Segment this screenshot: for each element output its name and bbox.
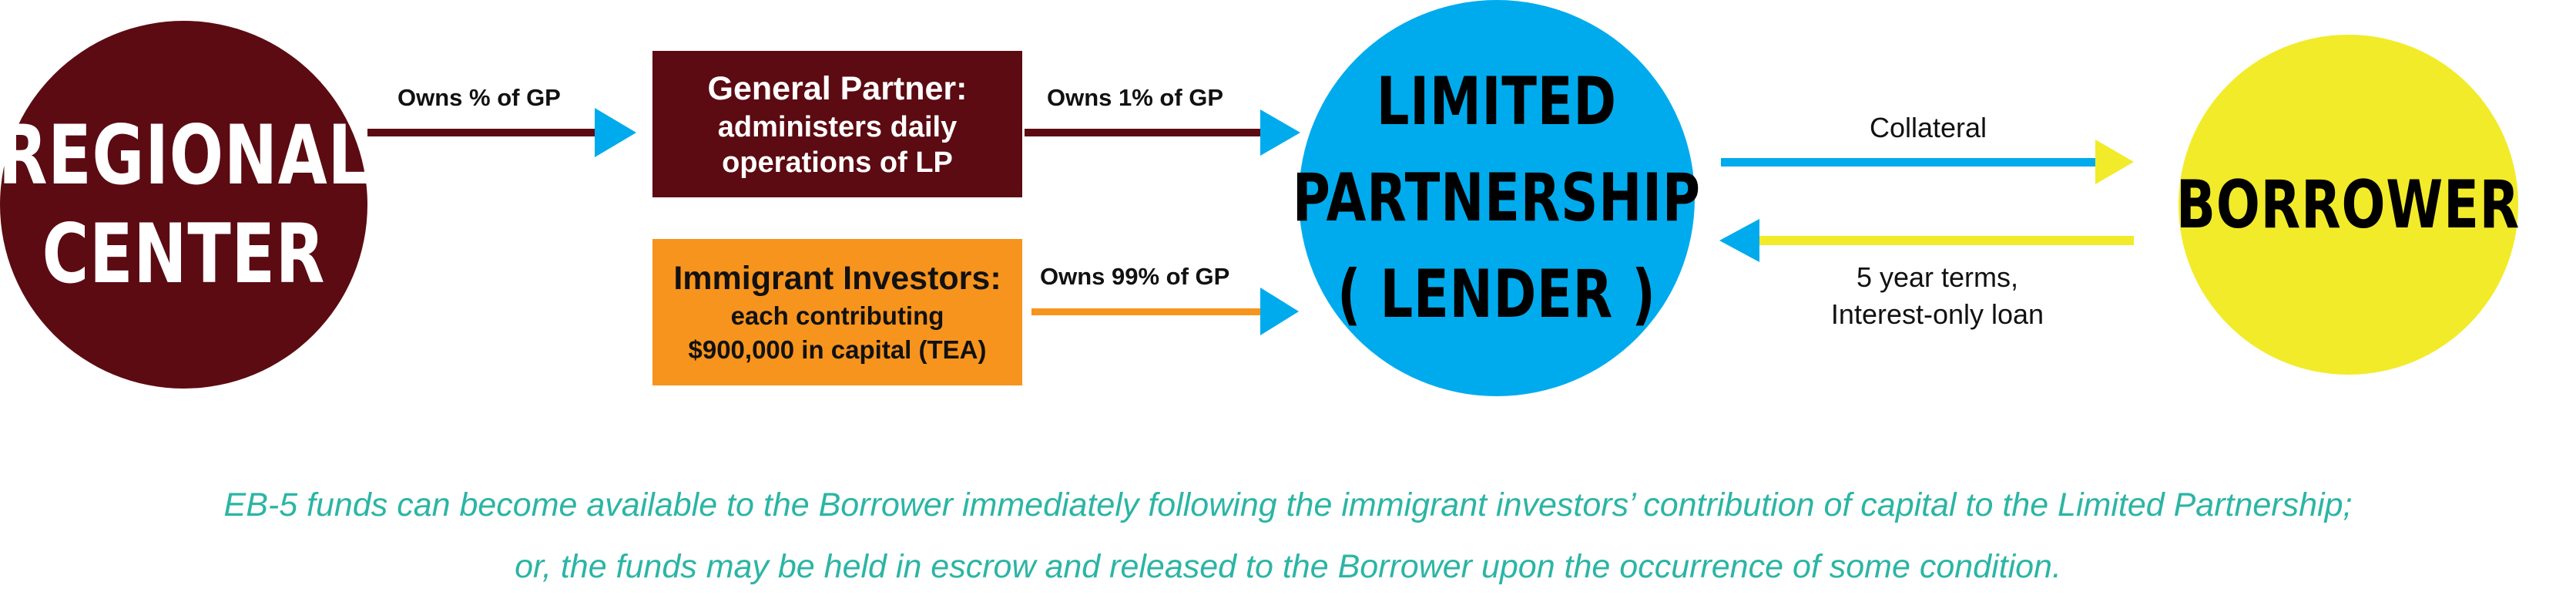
limited-partnership-line1: LIMITED bbox=[1376, 62, 1618, 140]
edge-label-collateral: Collateral bbox=[1869, 112, 1987, 143]
immigrant-investors-box: Immigrant Investors: each contributing $… bbox=[652, 239, 1022, 385]
loan-terms-line1: 5 year terms, bbox=[1856, 261, 2019, 293]
footnote-line1: EB-5 funds can become available to the B… bbox=[223, 486, 2353, 523]
borrower-node: BORROWER bbox=[2176, 35, 2520, 375]
general-partner-line1: administers daily bbox=[717, 111, 958, 143]
limited-partnership-line3: ( LENDER ) bbox=[1337, 255, 1656, 333]
edge-label-rc-to-gp: Owns % of GP bbox=[397, 84, 561, 111]
limited-partnership-node: LIMITED PARTNERSHIP ( LENDER ) bbox=[1293, 0, 1700, 396]
borrower-label: BORROWER bbox=[2176, 167, 2520, 244]
immigrant-investors-title: Immigrant Investors: bbox=[673, 260, 1001, 297]
regional-center-label: REGIONAL CENTER bbox=[0, 106, 369, 304]
limited-partnership-line2: PARTNERSHIP bbox=[1292, 159, 1702, 237]
arrow-gp-to-lp bbox=[1025, 109, 1300, 156]
general-partner-line2: operations of LP bbox=[722, 146, 953, 179]
edge-label-gp-to-lp: Owns 1% of GP bbox=[1047, 84, 1224, 111]
arrow-ii-to-lp bbox=[1031, 288, 1299, 335]
general-partner-box: General Partner: administers daily opera… bbox=[652, 51, 1022, 197]
borrower-line1: BORROWER bbox=[2176, 166, 2521, 244]
immigrant-investors-line1: each contributing bbox=[730, 301, 944, 330]
edge-label-ii-to-lp: Owns 99% of GP bbox=[1040, 263, 1230, 290]
loan-terms-line2: Interest-only loan bbox=[1830, 298, 2044, 330]
arrow-loan bbox=[1719, 219, 2134, 262]
footnote: EB-5 funds can become available to the B… bbox=[0, 474, 2576, 597]
general-partner-title: General Partner: bbox=[707, 70, 968, 107]
edge-label-loan-terms: 5 year terms, Interest-only loan bbox=[1787, 259, 2088, 333]
regional-center-line2: CENTER bbox=[42, 206, 326, 301]
regional-center-line1: REGIONAL bbox=[0, 107, 370, 203]
regional-center-node: REGIONAL CENTER bbox=[0, 21, 369, 389]
arrow-collateral bbox=[1721, 140, 2134, 184]
footnote-line2: or, the funds may be held in escrow and … bbox=[515, 548, 2061, 585]
limited-partnership-label: LIMITED PARTNERSHIP ( LENDER ) bbox=[1293, 54, 1701, 343]
arrow-rc-to-gp bbox=[367, 108, 636, 157]
immigrant-investors-line2: $900,000 in capital (TEA) bbox=[688, 335, 987, 364]
